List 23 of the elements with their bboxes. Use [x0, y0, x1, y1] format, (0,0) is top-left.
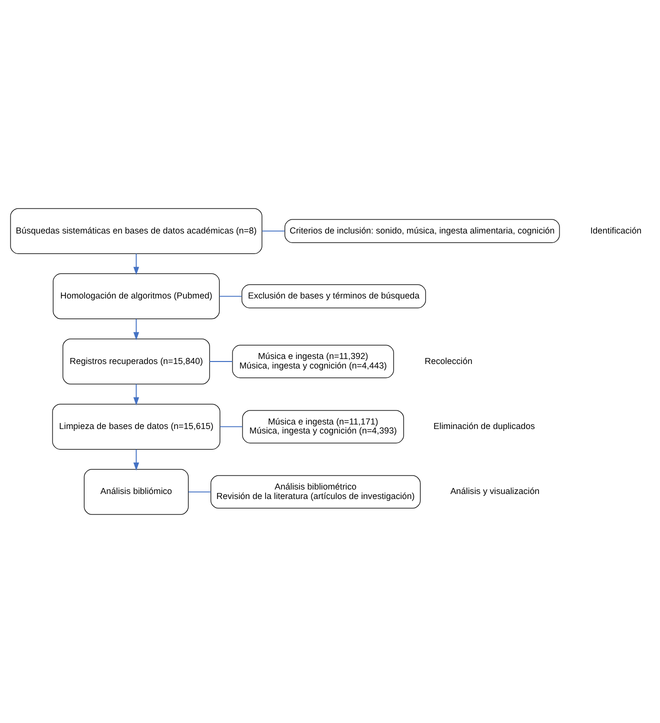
arrow — [133, 384, 140, 406]
label: Recolección — [424, 356, 472, 366]
node-box: Análisis bibliométrico Revisión de la literatura (artículos de investigación) — [210, 475, 421, 509]
node-box: Búsquedas sistemáticas en bases de datos académicas (n=8) — [10, 208, 262, 254]
connector — [188, 491, 212, 492]
node-box: Limpieza de bases de datos (n=15,615) — [52, 404, 220, 450]
connector — [209, 361, 233, 362]
node-box: Exclusión de bases y términos de búsqueda — [242, 284, 426, 308]
node-box: Música e ingesta (n=11,171) Música, ingesta y cognición (n=4,393) — [242, 410, 404, 444]
connector — [218, 296, 242, 297]
arrow — [133, 448, 140, 471]
node-box: Música e ingesta (n=11,392) Música, ingesta y cognición (n=4,443) — [232, 344, 394, 378]
node-box: Análisis bibliómico — [84, 469, 189, 515]
label: Identificación — [590, 225, 642, 236]
node-box: Criterios de inclusión: sonido, música, ingesta alimentaria, cognición — [284, 219, 560, 243]
label: Análisis y visualización — [450, 486, 540, 496]
connector — [262, 230, 286, 232]
arrow — [133, 253, 140, 276]
label: Eliminación de duplicados — [434, 421, 535, 432]
node-box: Registros recuperados (n=15,840) — [62, 338, 210, 384]
node-box: Homologación de algoritmos (Pubmed) — [52, 273, 220, 320]
arrow — [133, 318, 140, 340]
connector — [220, 426, 243, 428]
